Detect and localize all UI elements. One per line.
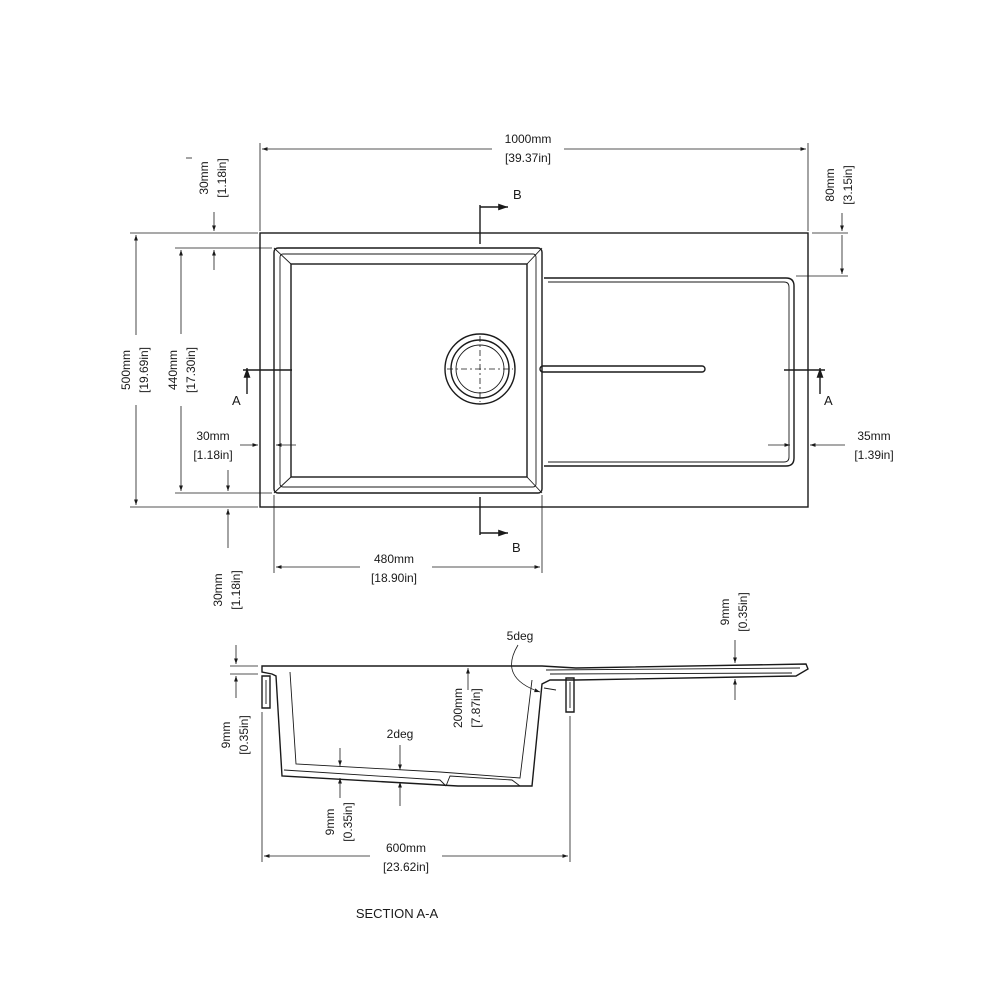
dim-rim-thickness-in: [0.35in] bbox=[237, 715, 251, 754]
dim-top-margin bbox=[186, 157, 216, 270]
section-a-right-label: A bbox=[824, 393, 833, 408]
dim-drainer-margin-in: [1.39in] bbox=[854, 448, 893, 462]
dim-drainer-thickness-mm: 9mm bbox=[718, 599, 732, 626]
dim-bowl-width-in: [18.90in] bbox=[371, 571, 417, 585]
mounting-clip-left bbox=[261, 675, 271, 709]
dim-drainer-margin-mm: 35mm bbox=[857, 429, 890, 443]
section-a-right-marker bbox=[784, 368, 825, 394]
dim-left-margin-mm: 30mm bbox=[196, 429, 229, 443]
dim-wall-angle-label: 5deg bbox=[507, 629, 534, 643]
dim-drainer-offset-mm: 80mm bbox=[823, 168, 837, 201]
section-title: SECTION A-A bbox=[356, 906, 439, 921]
dim-bowl-depth-mm: 440mm bbox=[166, 350, 180, 390]
dim-overall-depth-in: [19.69in] bbox=[137, 347, 151, 393]
dim-bottom-margin-in: [1.18in] bbox=[229, 570, 243, 609]
waste-outlet bbox=[444, 333, 516, 405]
dim-drainer-thickness-in: [0.35in] bbox=[736, 592, 750, 631]
section-profile-inner bbox=[289, 671, 533, 779]
dim-top-margin-mm: 30mm bbox=[197, 161, 211, 194]
dim-left-margin-in: [1.18in] bbox=[193, 448, 232, 462]
dim-rim-thickness-mm: 9mm bbox=[219, 722, 233, 749]
dim-overall-depth-mm: 500mm bbox=[119, 350, 133, 390]
dim-drainer-offset bbox=[796, 213, 848, 277]
section-b-bottom-label: B bbox=[512, 540, 521, 555]
section-a-left-label: A bbox=[232, 393, 241, 408]
dim-bowl-depth-in: [17.30in] bbox=[184, 347, 198, 393]
dim-bowl-width-mm: 480mm bbox=[374, 552, 414, 566]
top-view: B B A A bbox=[232, 187, 833, 555]
dim-drainer-offset-in: [3.15in] bbox=[841, 165, 855, 204]
dim-section-width-in: [23.62in] bbox=[383, 860, 429, 874]
section-b-top-marker bbox=[479, 203, 508, 244]
section-b-bottom-marker bbox=[479, 497, 508, 537]
section-b-top-label: B bbox=[513, 187, 522, 202]
dim-overall-width-mm: 1000mm bbox=[505, 132, 552, 146]
dim-floor-angle-label: 2deg bbox=[387, 727, 414, 741]
dim-rim-thickness bbox=[230, 645, 258, 698]
dim-bottom-margin-mm: 30mm bbox=[211, 573, 225, 606]
dim-wall-angle bbox=[511, 644, 541, 693]
section-a-left-marker bbox=[243, 368, 292, 394]
dim-bowl-height-in: [7.87in] bbox=[469, 688, 483, 727]
dim-section-width-mm: 600mm bbox=[386, 841, 426, 855]
dim-top-margin-in: [1.18in] bbox=[215, 158, 229, 197]
section-view bbox=[261, 663, 809, 787]
section-profile-outer bbox=[261, 663, 809, 787]
dim-floor-thickness-mm: 9mm bbox=[323, 809, 337, 836]
dim-bowl-height-mm: 200mm bbox=[451, 688, 465, 728]
dim-overall-width-in: [39.37in] bbox=[505, 151, 551, 165]
bowl bbox=[273, 247, 543, 494]
mounting-clip-right bbox=[565, 677, 575, 713]
dim-floor-thickness-in: [0.35in] bbox=[341, 802, 355, 841]
drainer bbox=[539, 277, 795, 467]
